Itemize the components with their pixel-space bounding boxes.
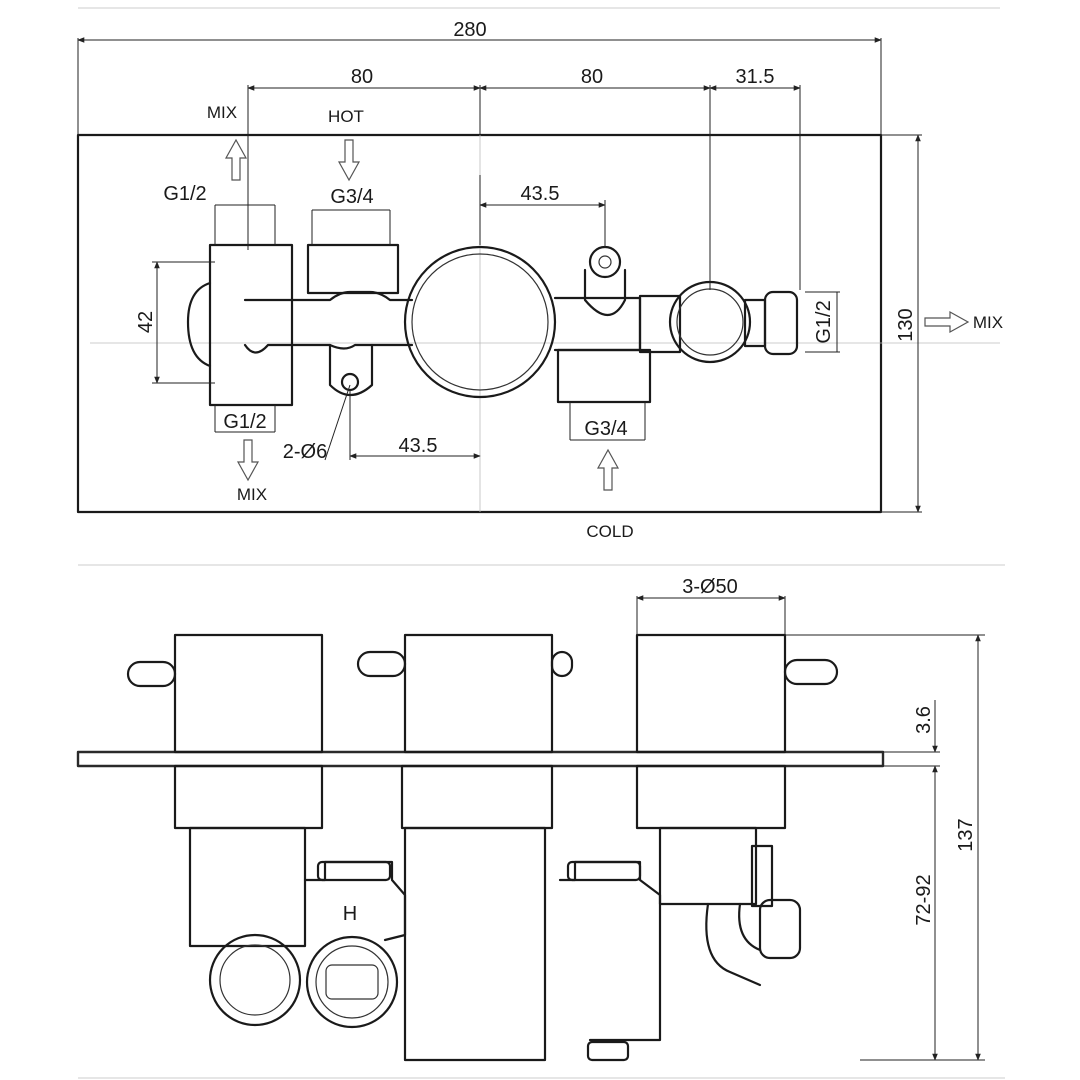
mounting-hole-left [340, 372, 360, 392]
dim-43-5-upper: 43.5 [479, 175, 606, 248]
arrow-down-icon [337, 139, 361, 182]
svg-text:G1/2: G1/2 [163, 183, 206, 205]
handles [126, 633, 839, 754]
valve-body [186, 243, 799, 407]
arrow-up-icon [224, 138, 248, 181]
svg-text:3-Ø50: 3-Ø50 [682, 576, 738, 598]
svg-text:130: 130 [895, 308, 917, 341]
flow-cold: COLD [586, 522, 633, 541]
dim-wall-depth: 72-92 [913, 782, 938, 1061]
arrow-down-icon [236, 439, 260, 482]
dim-overall-width: 280 [77, 19, 882, 135]
arrow-up-icon [596, 448, 620, 491]
thread-right-outlet: G1/2 [805, 291, 840, 353]
flow-arrows [224, 138, 970, 491]
dim-80-left-label: 80 [351, 66, 373, 88]
side-plate [76, 750, 885, 768]
dim-handle-diameter: 3-Ø50 [636, 576, 786, 635]
svg-text:G1/2: G1/2 [813, 300, 835, 343]
svg-text:3.6: 3.6 [913, 706, 935, 734]
center-valve [403, 245, 557, 399]
side-view: H 3-Ø50 [76, 576, 1005, 1079]
flow-mix-right: MIX [973, 313, 1003, 332]
mounting-hole-right [588, 245, 622, 279]
svg-text:2-Ø6: 2-Ø6 [283, 441, 327, 463]
holes-callout: 2-Ø6 [283, 384, 351, 463]
svg-text:G1/2: G1/2 [223, 411, 266, 433]
svg-text:43.5: 43.5 [521, 183, 560, 205]
svg-text:72-92: 72-92 [913, 874, 935, 925]
dim-plate-height: 130 [881, 134, 922, 513]
thread-top-hot: G3/4 [311, 186, 391, 245]
dim-body-height: 42 [135, 261, 215, 384]
svg-text:42: 42 [135, 311, 157, 333]
dim-overall-depth: 137 [785, 634, 985, 1061]
dim-31-5-label: 31.5 [736, 66, 775, 88]
flow-mix-bottom: MIX [237, 485, 267, 504]
flow-mix-top: MIX [207, 103, 237, 122]
svg-text:137: 137 [955, 818, 977, 851]
svg-text:G3/4: G3/4 [584, 418, 627, 440]
dim-43-5-lower: 43.5 [349, 390, 481, 460]
thread-bottom-cold: G3/4 [569, 402, 646, 441]
svg-text:G3/4: G3/4 [330, 186, 373, 208]
arrow-right-icon [924, 310, 970, 334]
thread-bottom-left: G1/2 [214, 405, 276, 433]
dim-spacing: 80 80 31.5 [247, 66, 801, 290]
dim-plate-thickness: 3.6 [883, 700, 940, 782]
hot-marking: H [343, 903, 357, 925]
dim-80-right-label: 80 [581, 66, 603, 88]
svg-text:43.5: 43.5 [399, 435, 438, 457]
flow-hot: HOT [328, 107, 364, 126]
dim-280-label: 280 [453, 19, 486, 41]
thread-top-left: G1/2 [163, 183, 276, 245]
side-body: H [173, 764, 802, 1062]
front-view: 280 80 80 31.5 43.5 43.5 [76, 7, 1005, 566]
